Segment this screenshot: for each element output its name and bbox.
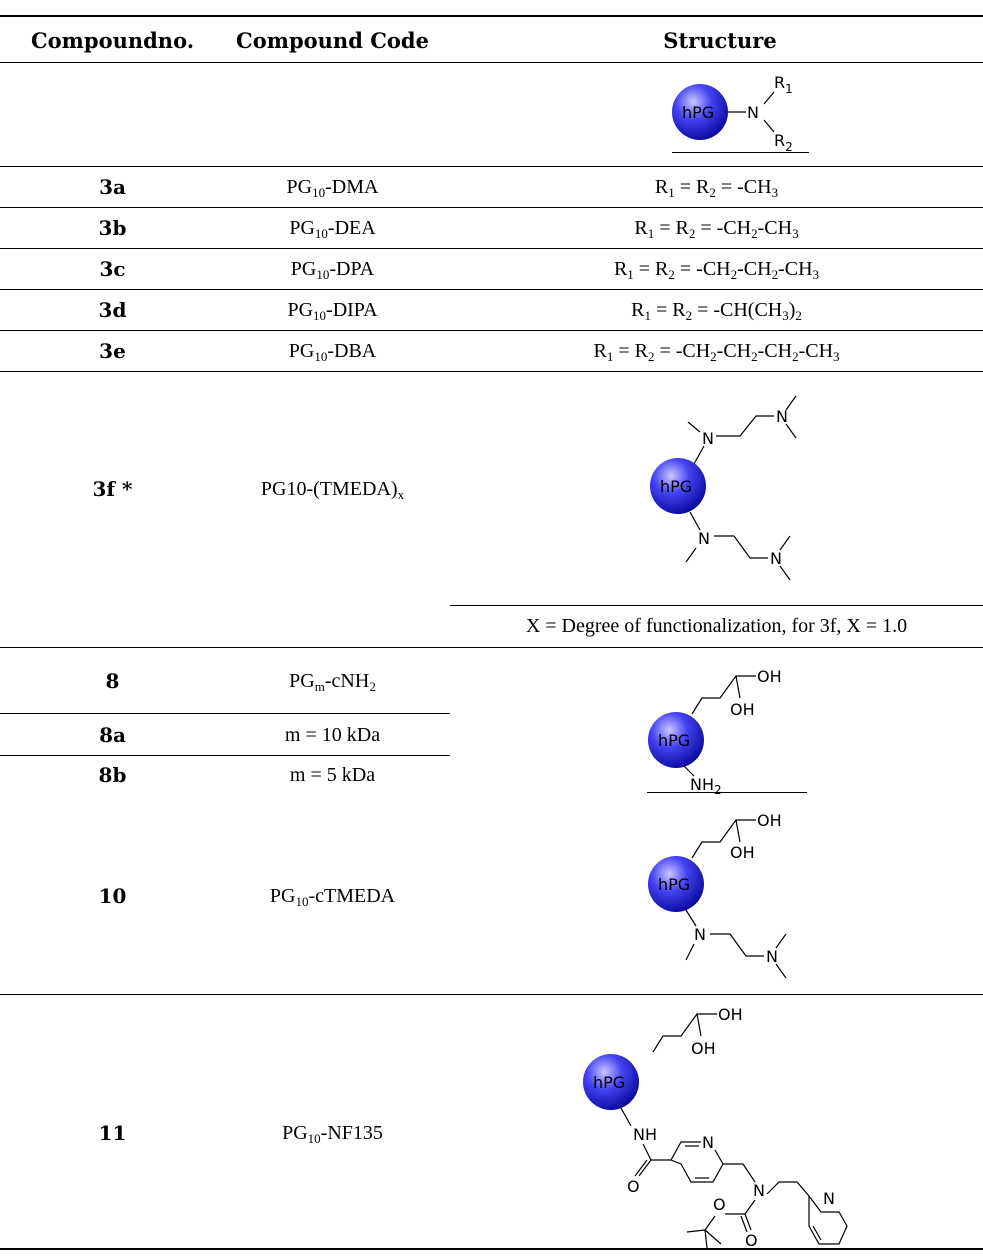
compound-no: 3b — [98, 216, 127, 240]
svg-text:OH: OH — [757, 811, 782, 830]
structure-3f-tmeda: N N hPG N N — [650, 395, 797, 581]
svg-text:NH: NH — [633, 1125, 657, 1144]
svg-text:hPG: hPG — [658, 875, 690, 894]
svg-text:N: N — [747, 103, 759, 122]
row-rule — [0, 330, 983, 331]
footnote-rule — [450, 605, 983, 606]
structure-formula: R1 = R2 = -CH2-CH2-CH2-CH3 — [593, 340, 840, 364]
svg-text:O: O — [745, 1231, 758, 1250]
row-rule — [0, 371, 983, 372]
compound-code: m = 10 kDa — [284, 724, 381, 746]
structure-formula: R1 = R2 = -CH(CH3)2 — [631, 299, 802, 323]
svg-text:OH: OH — [757, 667, 782, 686]
compound-code: PG10-DEA — [289, 217, 376, 241]
svg-text:hPG: hPG — [682, 103, 714, 122]
compound-code: PG10-cTMEDA — [269, 885, 396, 909]
svg-text:N: N — [823, 1189, 835, 1208]
svg-text:O: O — [713, 1195, 726, 1214]
svg-text:N: N — [776, 407, 788, 426]
compound-no: 11 — [98, 1121, 127, 1145]
compound-no: 8a — [99, 723, 126, 747]
structure-8-glycerol-amine: hPG OH OH NH2 — [648, 667, 782, 797]
svg-text:hPG: hPG — [658, 731, 690, 750]
compound-code: m = 5 kDa — [289, 764, 376, 786]
compound-no: 3e — [99, 339, 126, 363]
footnote-degree-of-functionalization: X = Degree of functionalization, for 3f,… — [525, 615, 908, 637]
compound-code: PG10-DBA — [288, 340, 377, 364]
compound-code: PG10-NF135 — [282, 1122, 383, 1146]
compound-no: 3a — [99, 175, 126, 199]
svg-text:N: N — [702, 1133, 714, 1152]
general-structure-underline — [672, 152, 809, 153]
header-structure: Structure — [663, 28, 777, 53]
header-bottom-rule — [0, 62, 983, 63]
header-compound-code: Compound Code — [236, 28, 429, 53]
compound-no: 10 — [98, 884, 127, 908]
svg-text:OH: OH — [691, 1039, 716, 1058]
structure-general-amine: hPG N R1 R2 — [672, 73, 793, 154]
sub-row-rule — [0, 713, 450, 714]
compound-no: 3d — [98, 298, 127, 322]
row-rule — [0, 207, 983, 208]
svg-text:N: N — [694, 925, 706, 944]
row-rule — [0, 289, 983, 290]
svg-text:OH: OH — [730, 843, 755, 862]
svg-text:N: N — [766, 947, 778, 966]
compound-code: PG10-DIPA — [287, 299, 378, 323]
compound-code: PG10-(TMEDA)x — [260, 478, 405, 502]
svg-text:hPG: hPG — [660, 477, 692, 496]
row-rule — [0, 166, 983, 167]
structure-10-ctmeda: hPG OH OH N N — [648, 811, 787, 979]
svg-text:NH2: NH2 — [690, 775, 722, 797]
svg-text:OH: OH — [730, 700, 755, 719]
svg-text:R2: R2 — [774, 131, 793, 154]
compound-no: 8b — [98, 763, 127, 787]
svg-text:N: N — [702, 429, 714, 448]
structure-formula: R1 = R2 = -CH3 — [654, 176, 779, 200]
row-rule — [0, 994, 983, 995]
compound-no: 3c — [99, 257, 126, 281]
structure-8-underline — [647, 792, 807, 793]
compound-no: 3f * — [92, 477, 133, 501]
structure-formula: R1 = R2 = -CH2-CH3 — [634, 217, 799, 241]
compound-code: PG10-DMA — [286, 176, 379, 200]
svg-text:N: N — [753, 1181, 765, 1200]
sub-row-rule — [0, 755, 450, 756]
svg-text:N: N — [770, 549, 782, 568]
compound-code: PGm-cNH2 — [289, 670, 376, 694]
svg-text:hPG: hPG — [593, 1073, 625, 1092]
svg-text:OH: OH — [718, 1005, 743, 1024]
row-rule — [0, 248, 983, 249]
compound-no: 8 — [105, 669, 120, 693]
table-top-rule — [0, 15, 983, 17]
structure-formula: R1 = R2 = -CH2-CH2-CH3 — [613, 258, 820, 282]
compound-code: PG10-DPA — [290, 258, 375, 282]
structure-11-nf135: OH OH hPG NH O N N O O N — [583, 1005, 848, 1250]
svg-text:N: N — [698, 529, 710, 548]
svg-text:O: O — [627, 1177, 640, 1196]
table-bottom-rule — [0, 1248, 983, 1250]
svg-text:R1: R1 — [774, 73, 793, 96]
row-rule — [0, 647, 983, 648]
header-compound-no: Compoundno. — [30, 28, 195, 53]
